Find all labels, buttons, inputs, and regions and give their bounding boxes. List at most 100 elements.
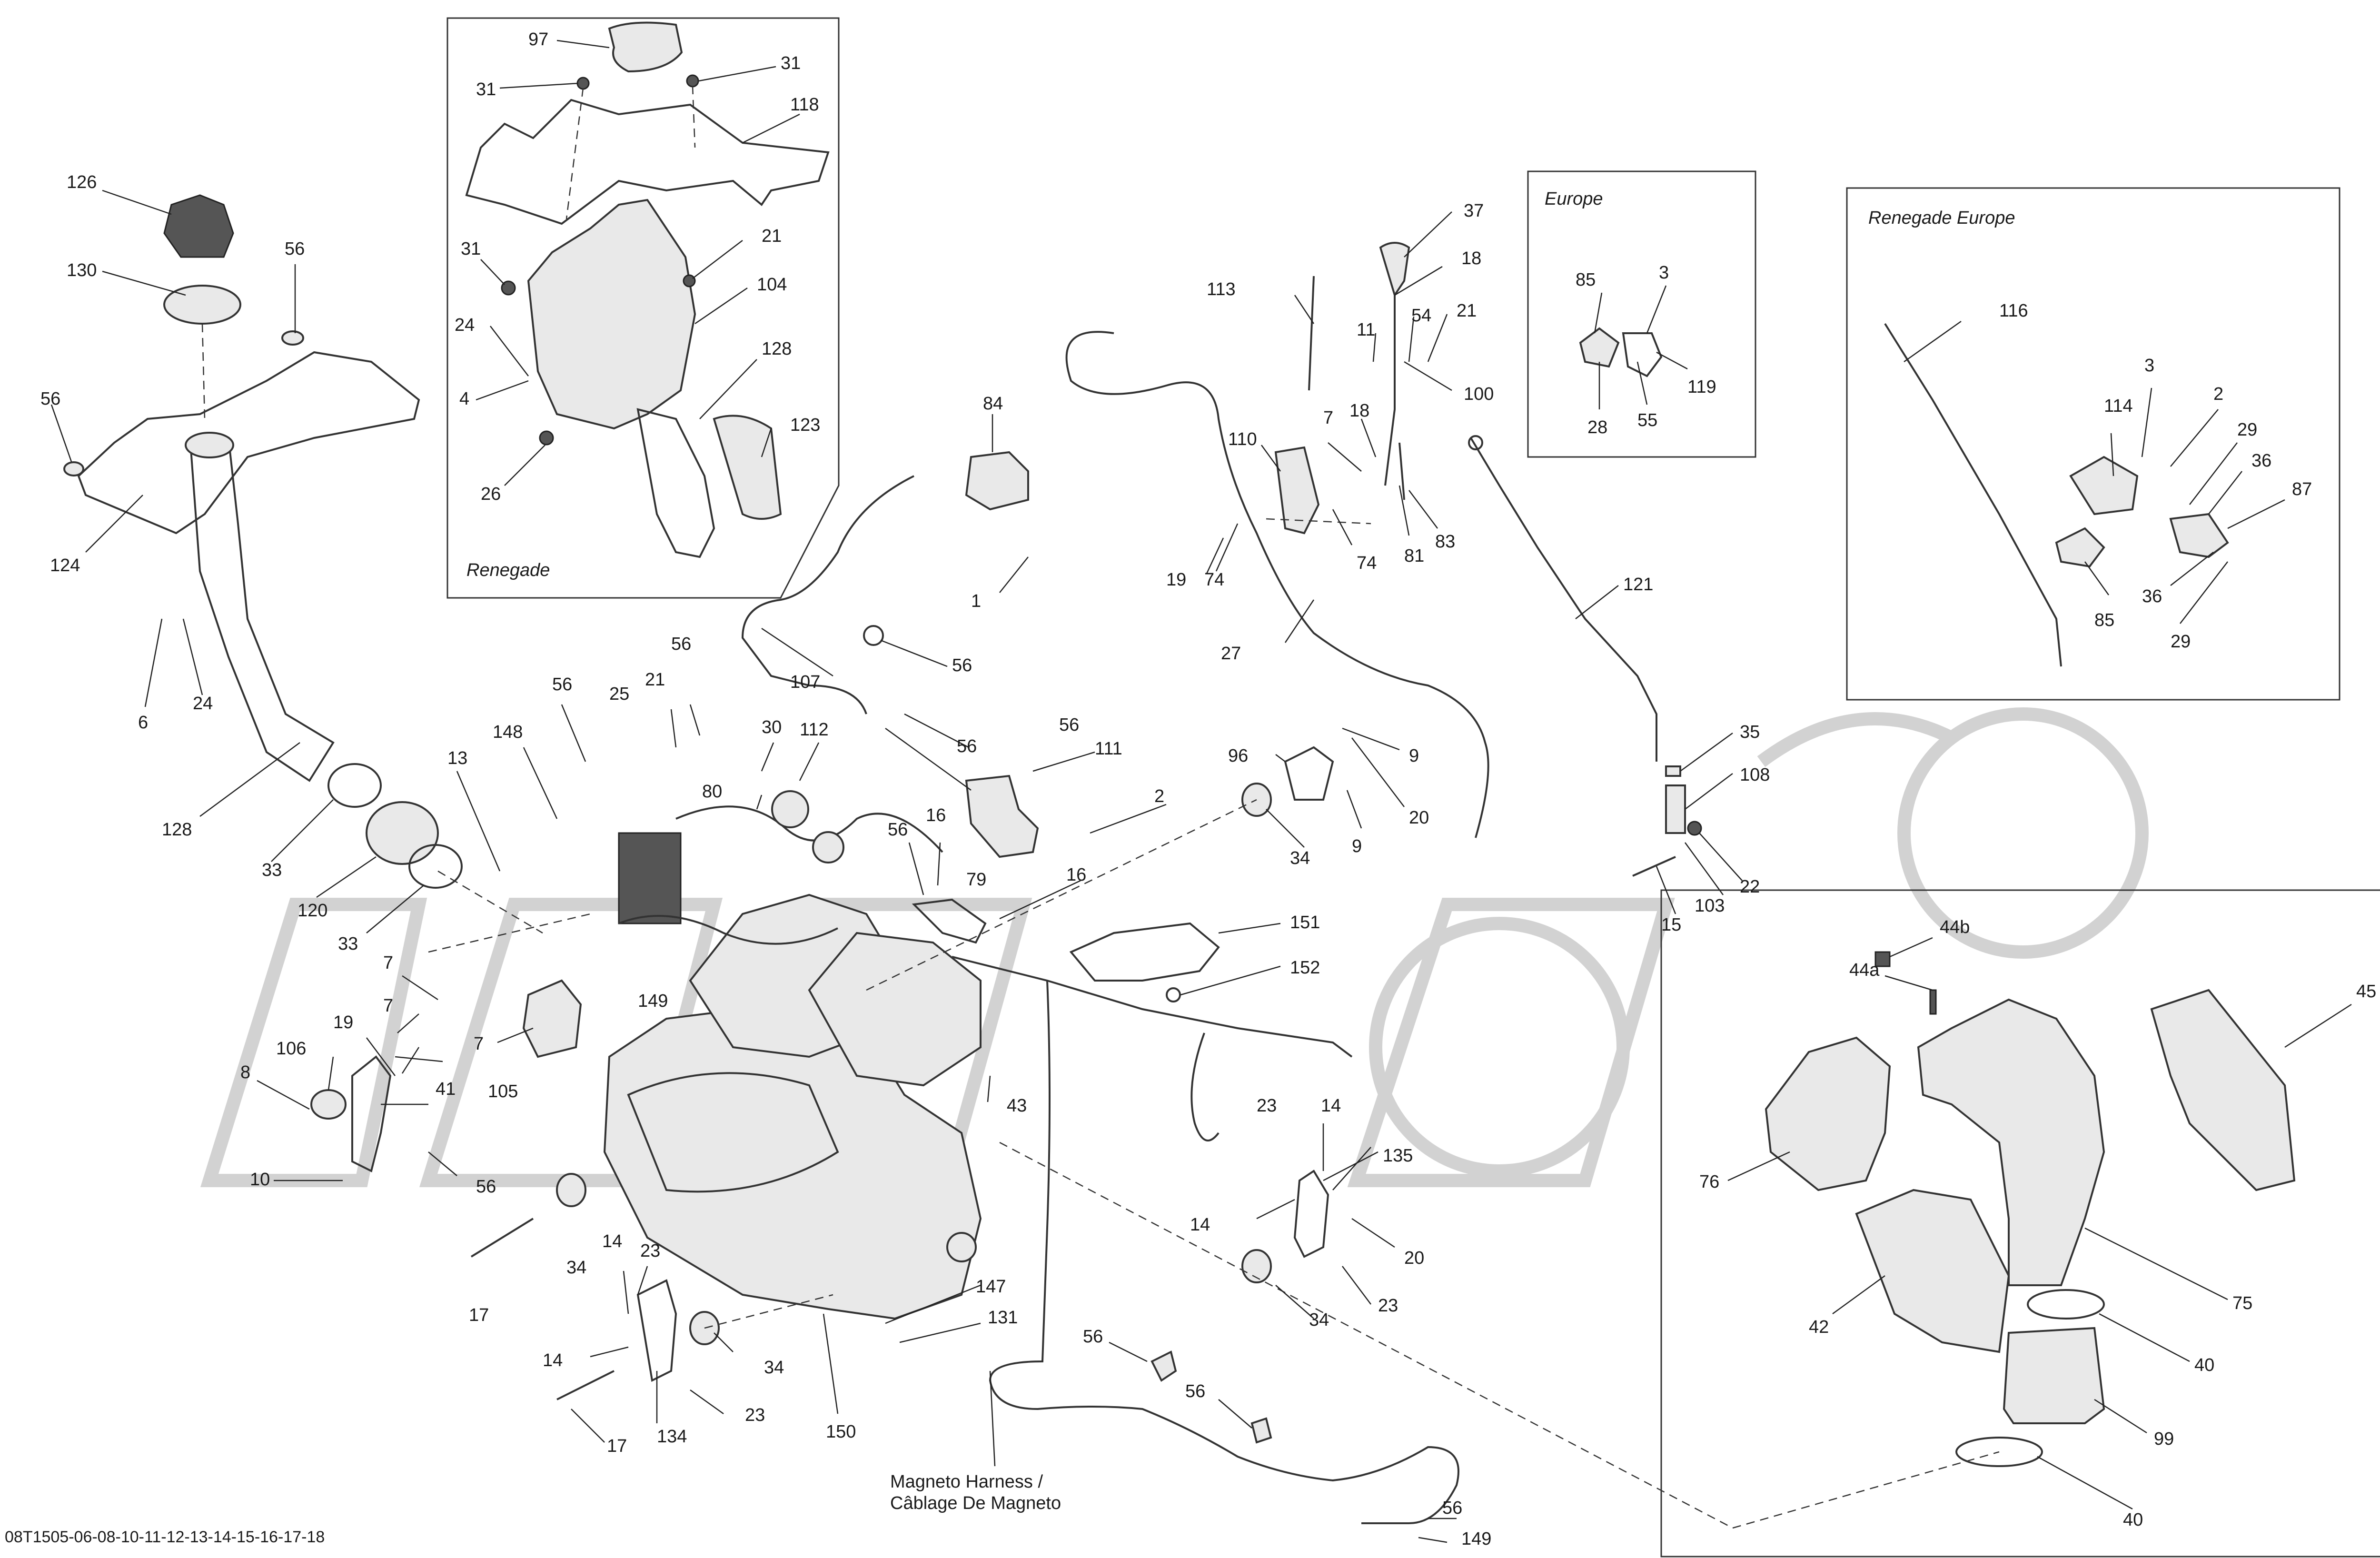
part-label: 16: [1066, 865, 1086, 885]
part-99-filter: [2003, 1327, 2105, 1424]
part-56-clip: [1150, 1350, 1177, 1382]
part-label: 25: [609, 684, 629, 704]
part-label: 14: [1321, 1096, 1341, 1116]
part-label: 9: [1352, 836, 1362, 856]
part-37-knob: [1379, 242, 1410, 298]
part-label: 123: [790, 415, 820, 435]
part-label: 130: [67, 260, 97, 280]
part-label: 31: [476, 79, 496, 99]
part-label: 85: [2094, 610, 2114, 630]
part-label: 21: [645, 670, 665, 690]
engine-cover-detail: [627, 1072, 839, 1193]
part-label: 18: [1461, 248, 1481, 268]
part-label: 37: [1464, 201, 1484, 221]
leader-lines: [50, 40, 2352, 1543]
part-96-bracket: [1284, 746, 1334, 801]
part-116-rod: [1884, 323, 2062, 667]
part-label: 2: [1154, 786, 1164, 806]
part-label: 75: [2232, 1293, 2252, 1313]
part-label: 34: [1309, 1310, 1329, 1330]
part-label: 10: [250, 1170, 270, 1190]
part-label: 45: [2356, 982, 2376, 1002]
part-label: 99: [2154, 1429, 2174, 1449]
part-label: 128: [162, 820, 192, 840]
part-label: 29: [2171, 632, 2191, 652]
part-135-bracket: [1293, 1170, 1329, 1258]
part-label: 80: [702, 782, 722, 802]
part-label: 23: [1257, 1096, 1277, 1116]
part-134-bracket: [636, 1279, 677, 1382]
part-22-nut: [1687, 821, 1702, 836]
part-100-lever: [1384, 295, 1396, 486]
part-label: 126: [67, 172, 97, 192]
part-label: 15: [1661, 915, 1681, 935]
part-label: 28: [1587, 417, 1607, 437]
engine-component: [812, 831, 844, 863]
inset-europe: Europe: [1527, 170, 1756, 458]
part-121-dipstick: [1470, 437, 1657, 762]
part-label: 40: [2123, 1510, 2143, 1530]
part-label: 41: [436, 1079, 456, 1099]
part-label: 87: [2292, 479, 2312, 499]
part-label: 56: [1083, 1327, 1103, 1347]
magneto-harness-label: Magneto Harness /: [890, 1472, 1043, 1492]
part-76-elbow: [1765, 1036, 1891, 1191]
part-label: 18: [1349, 401, 1369, 421]
part-label: 35: [1740, 722, 1760, 742]
part-label: 56: [888, 820, 908, 840]
part-label: 83: [1435, 532, 1455, 552]
part-label: 21: [762, 226, 782, 246]
part-152-washer: [1166, 987, 1181, 1002]
part-label: 150: [826, 1422, 856, 1442]
part-label: 108: [1740, 765, 1770, 785]
part-label: 106: [276, 1039, 306, 1059]
part-label: 134: [657, 1427, 687, 1447]
part-label: 17: [469, 1305, 489, 1325]
part-124-plate: [77, 351, 420, 535]
part-41-bracket: [351, 1055, 392, 1172]
part-85-switch: [2055, 527, 2105, 568]
part-label: 34: [566, 1258, 586, 1278]
part-75-duct: [1917, 998, 2105, 1286]
part-110-bracket: [1274, 446, 1320, 535]
left-intake-assembly: [63, 194, 463, 889]
part-label: 8: [240, 1062, 250, 1082]
part-31-clip: [576, 77, 590, 90]
part-label: 105: [488, 1082, 518, 1102]
part-label: 148: [493, 722, 523, 742]
part-label: 56: [952, 655, 972, 675]
engine-cylinder: [808, 932, 982, 1087]
inset-renegade-title: Renegade: [466, 560, 550, 580]
part-84-relay: [965, 451, 1029, 511]
part-17-bolt: [470, 1218, 534, 1258]
engine-assembly: [522, 790, 982, 1320]
part-128-duct: [189, 437, 335, 782]
part-33-clamp: [327, 763, 382, 808]
part-108-tube: [1665, 784, 1686, 834]
part-label: 100: [1464, 384, 1494, 404]
part-21-clip: [683, 274, 696, 288]
part-151-bracket: [1069, 922, 1220, 982]
part-27-cable: [1065, 331, 1489, 838]
part-label: 40: [2194, 1355, 2214, 1375]
part-15-bolt: [1632, 856, 1676, 877]
part-label: 56: [40, 389, 60, 409]
part-label: 34: [764, 1358, 784, 1378]
part-label: 31: [781, 53, 801, 73]
part-148-module: [618, 832, 682, 924]
part-label: 29: [2237, 420, 2257, 440]
part-label: 19: [333, 1012, 353, 1032]
part-label: 3: [2144, 356, 2154, 376]
part-label: 20: [1404, 1248, 1424, 1268]
part-label: 128: [762, 339, 792, 359]
wiring-loom: [618, 915, 838, 945]
part-label: 31: [461, 239, 481, 259]
part-label: 147: [976, 1277, 1006, 1297]
part-79-bracket: [912, 898, 987, 944]
part-label: 3: [1659, 263, 1669, 283]
part-label: 56: [285, 239, 305, 259]
part-85-switch: [1579, 327, 1620, 368]
inset-renegade: Renegade: [446, 17, 840, 599]
part-label: 151: [1290, 913, 1320, 933]
